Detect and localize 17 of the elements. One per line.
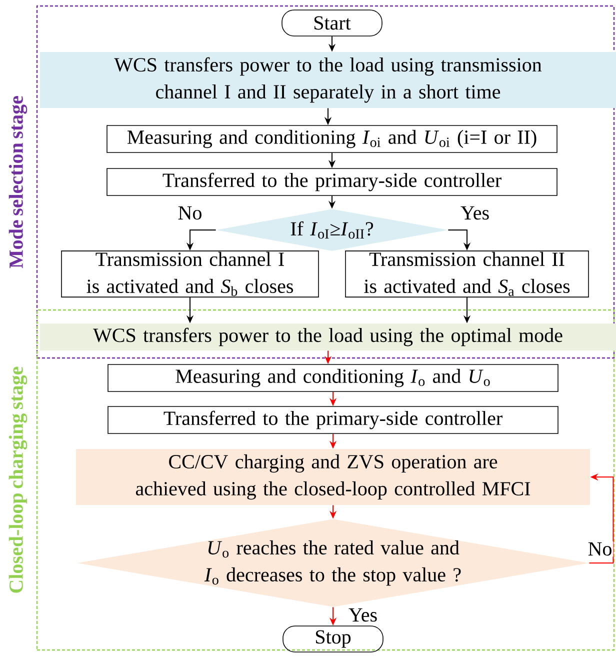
edge-label: No xyxy=(176,205,204,221)
process-box: WCS transfers power to the load using transmission channel I and II separately in a short time xyxy=(40,52,616,108)
edge-label: Yes xyxy=(459,205,491,221)
process-box: Transferred to the primary-side controller xyxy=(106,168,558,196)
process-box: Measuring and conditioning I$_{oi}$ and U$_{oi}$ (i=I or II) xyxy=(106,125,558,153)
stop-terminal: Stop xyxy=(282,626,384,652)
edge-label: No xyxy=(586,541,614,557)
stage-label: Closed-loop charging stage xyxy=(8,366,28,593)
process-box: WCS transfers power to the load using the optimal mode xyxy=(40,324,616,350)
process-box: Measuring and conditioning I$_{o}$ and U$_{o}$ xyxy=(108,364,558,392)
process-box: Transmission channel I is activated and S$_{b}$ closes xyxy=(61,250,319,298)
start-terminal: Start xyxy=(282,10,382,36)
process-box: Transmission channel II is activated and S$_{a}$ closes xyxy=(345,250,589,298)
process-box: Transferred to the primary-side controller xyxy=(108,406,558,434)
process-box: CC/CV charging and ZVS operation are achieved using the closed-loop controlled MFCI xyxy=(76,449,590,505)
stage-label: Mode selection stage xyxy=(8,96,28,268)
edge-label: Yes xyxy=(347,607,379,623)
